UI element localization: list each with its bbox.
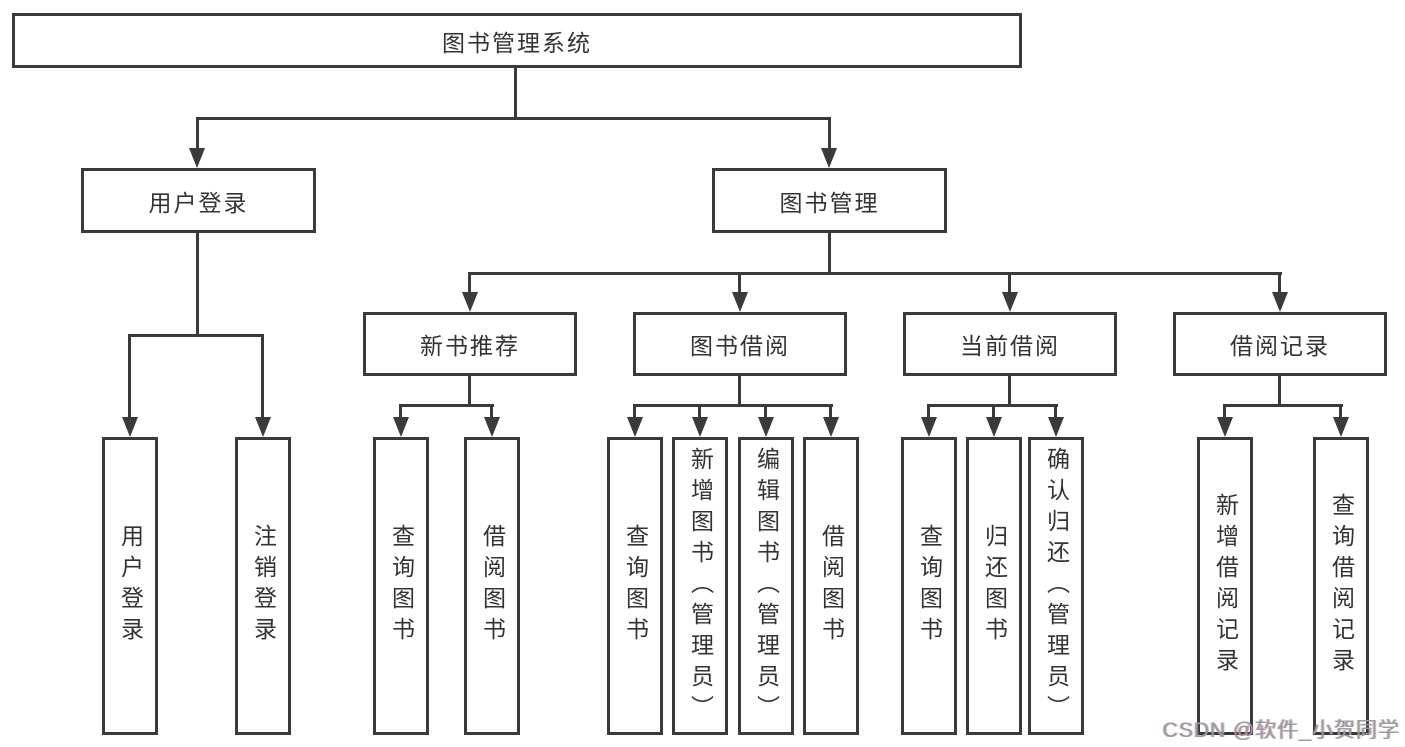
connector-line — [633, 404, 833, 407]
connector-line — [1278, 375, 1281, 406]
connector-line — [196, 117, 199, 152]
node-book-borrow: 图书借阅 — [633, 312, 847, 376]
node-leaf-add-books-admin: 新增图书（管理员） — [672, 437, 728, 735]
node-leaf-borrow-books: 借阅图书 — [803, 437, 859, 735]
leaf-label: 借阅图书 — [479, 524, 506, 648]
connector-line — [1339, 404, 1342, 420]
connector-line — [764, 404, 767, 420]
arrowhead-icon — [1002, 292, 1018, 312]
connector-line — [514, 67, 517, 119]
arrowhead-icon — [821, 148, 837, 168]
connector-line — [828, 117, 831, 152]
node-leaf-query-borrow-record: 查询借阅记录 — [1313, 437, 1369, 735]
arrowhead-icon — [1333, 417, 1349, 437]
leaf-label: 借阅图书 — [818, 524, 845, 648]
connector-line — [399, 404, 402, 420]
node-leaf-query-books-borrow: 查询图书 — [607, 437, 663, 735]
arrowhead-icon — [393, 417, 409, 437]
connector-line — [698, 404, 701, 420]
connector-line — [829, 404, 832, 420]
node-borrow-records: 借阅记录 — [1173, 312, 1387, 376]
connector-line — [738, 272, 741, 296]
leaf-label: 编辑图书（管理员） — [753, 446, 780, 726]
node-leaf-confirm-return-admin: 确认归还（管理员） — [1028, 437, 1084, 735]
connector-line — [196, 117, 831, 120]
node-leaf-add-borrow-record: 新增借阅记录 — [1197, 437, 1253, 735]
csdn-watermark: CSDN @软件_小贺同学 — [1162, 719, 1400, 742]
connector-line — [927, 404, 930, 420]
arrowhead-icon — [732, 292, 748, 312]
node-leaf-borrow-books-recommend: 借阅图书 — [464, 437, 520, 735]
connector-line — [468, 272, 471, 296]
connector-line — [128, 334, 131, 420]
arrowhead-icon — [189, 148, 205, 168]
arrowhead-icon — [921, 417, 937, 437]
connector-line — [490, 404, 493, 420]
node-leaf-query-books-current: 查询图书 — [901, 437, 957, 735]
node-leaf-query-books-recommend: 查询图书 — [373, 437, 429, 735]
node-user-login: 用户登录 — [81, 168, 316, 233]
connector-line — [261, 334, 264, 420]
node-leaf-logout: 注销登录 — [235, 437, 291, 735]
arrowhead-icon — [1048, 417, 1064, 437]
connector-line — [399, 404, 494, 407]
arrowhead-icon — [692, 417, 708, 437]
node-current-borrow: 当前借阅 — [903, 312, 1117, 376]
leaf-label: 查询借阅记录 — [1328, 493, 1355, 679]
node-new-book-recommend: 新书推荐 — [363, 312, 577, 376]
arrowhead-icon — [758, 417, 774, 437]
node-root-book-management-system: 图书管理系统 — [12, 13, 1022, 68]
leaf-label: 新增图书（管理员） — [687, 446, 714, 726]
connector-line — [1008, 375, 1011, 406]
leaf-label: 查询图书 — [916, 524, 943, 648]
connector-line — [468, 272, 1282, 275]
leaf-label: 查询图书 — [622, 524, 649, 648]
leaf-label: 归还图书 — [981, 524, 1008, 648]
arrowhead-icon — [462, 292, 478, 312]
connector-line — [1054, 404, 1057, 420]
node-book-management: 图书管理 — [712, 168, 947, 233]
leaf-label: 注销登录 — [250, 524, 277, 648]
arrowhead-icon — [627, 417, 643, 437]
leaf-label: 用户登录 — [117, 524, 144, 648]
arrowhead-icon — [986, 417, 1002, 437]
connector-line — [1223, 404, 1226, 420]
arrowhead-icon — [823, 417, 839, 437]
arrowhead-icon — [1217, 417, 1233, 437]
arrowhead-icon — [1272, 292, 1288, 312]
connector-line — [1278, 272, 1281, 296]
connector-line — [1008, 272, 1011, 296]
node-leaf-edit-books-admin: 编辑图书（管理员） — [738, 437, 794, 735]
leaf-label: 查询图书 — [388, 524, 415, 648]
leaf-label: 新增借阅记录 — [1212, 493, 1239, 679]
connector-line — [633, 404, 636, 420]
node-leaf-user-login: 用户登录 — [102, 437, 158, 735]
arrowhead-icon — [255, 417, 271, 437]
leaf-label: 确认归还（管理员） — [1043, 446, 1070, 726]
arrowhead-icon — [122, 417, 138, 437]
connector-line — [128, 334, 264, 337]
connector-line — [468, 375, 471, 406]
connector-line — [196, 232, 199, 336]
connector-line — [1223, 404, 1343, 407]
arrowhead-icon — [484, 417, 500, 437]
connector-line — [828, 232, 831, 274]
connector-line — [992, 404, 995, 420]
node-leaf-return-books: 归还图书 — [966, 437, 1022, 735]
connector-line — [738, 375, 741, 406]
